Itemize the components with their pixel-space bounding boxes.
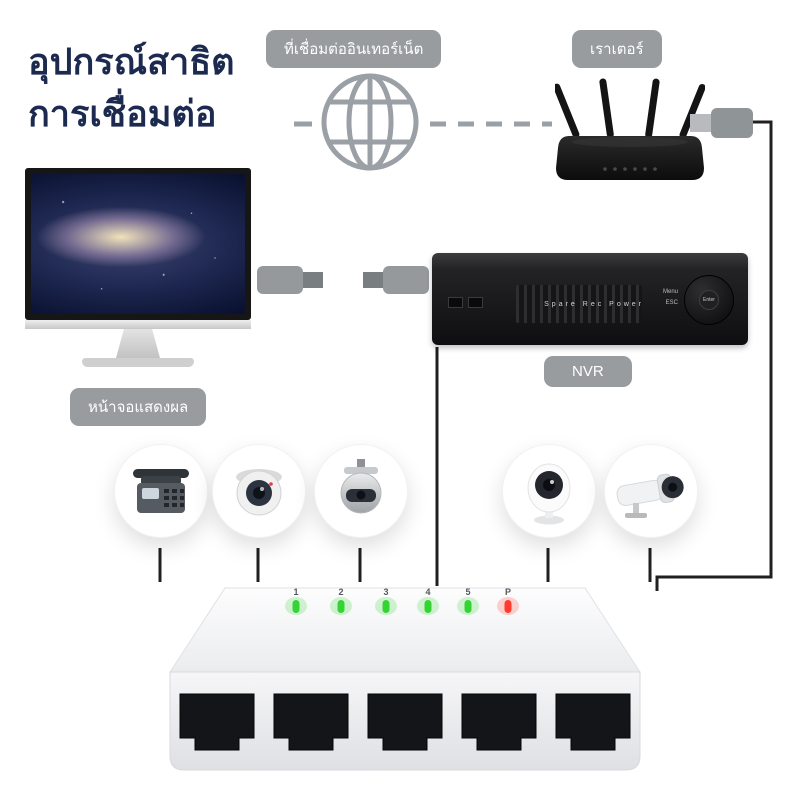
rj45-port-2 (273, 693, 349, 751)
monitor-stand-base (82, 358, 194, 367)
nvr-recorder: Spare Rec Power Menu ESC Enter (432, 253, 748, 345)
cable-connectors-icon (257, 266, 429, 294)
power-led (504, 600, 512, 613)
port-led (337, 600, 345, 613)
port-led (424, 600, 432, 613)
port-led (464, 600, 472, 613)
monitor-screen-galaxy-wallpaper (25, 168, 251, 320)
nvr-esc-label: ESC (665, 299, 678, 306)
monitor-chin (25, 320, 251, 329)
nvr-button-labels: Menu ESC (663, 287, 678, 309)
led-label: P (505, 587, 511, 597)
dome-camera-icon (236, 469, 282, 516)
nvr-menu-label: Menu (662, 289, 678, 295)
monitor (25, 168, 251, 367)
bullet-camera-icon (616, 473, 684, 518)
device-dome-camera (212, 444, 306, 538)
nvr-label-badge: NVR (544, 356, 632, 387)
rj45-port-5 (555, 693, 631, 751)
port-led (292, 600, 300, 613)
monitor-stand-neck (116, 329, 160, 358)
internet-label-badge: ที่เชื่อมต่ออินเทอร์เน็ต (266, 30, 442, 68)
nvr-control-dpad: Enter (684, 275, 734, 325)
nvr-usb-port (448, 297, 463, 308)
ip-phone-icon (133, 469, 189, 513)
device-bullet-camera (604, 444, 698, 538)
display-label-badge: หน้าจอแสดงผล (70, 388, 207, 426)
router-cable-plug-icon (690, 108, 753, 138)
router-to-switch-cable (655, 120, 773, 591)
rj45-port-4 (461, 693, 537, 751)
router-label-badge: เราเตอร์ (572, 30, 662, 68)
network-switch: 1 2 3 4 5 P (169, 587, 641, 771)
globe-icon (321, 73, 419, 171)
led-label: 4 (425, 587, 430, 597)
page-title-line2: การเชื่อมต่อ (28, 93, 217, 135)
device-ptz-camera (314, 444, 408, 538)
nvr-vent-grille (516, 285, 642, 323)
led-label: 5 (465, 587, 470, 597)
page-title-line1: อุปกรณ์สาธิต (28, 41, 235, 82)
wifi-camera-icon (527, 463, 571, 525)
router-icon (555, 78, 705, 180)
ptz-camera-icon (340, 459, 382, 514)
port-led (382, 600, 390, 613)
page-title: อุปกรณ์สาธิต การเชื่อมต่อ (28, 36, 235, 140)
rj45-port-3 (367, 693, 443, 751)
led-label: 2 (338, 587, 343, 597)
device-wifi-camera (502, 444, 596, 538)
led-label: 1 (293, 587, 298, 597)
led-label: 3 (383, 587, 388, 597)
device-ip-phone (114, 444, 208, 538)
nvr-status-led-labels: Spare Rec Power (544, 301, 644, 308)
nvr-enter-button: Enter (699, 290, 719, 310)
nvr-usb-port (468, 297, 483, 308)
switch-top-face (169, 587, 641, 673)
rj45-port-1 (179, 693, 255, 751)
